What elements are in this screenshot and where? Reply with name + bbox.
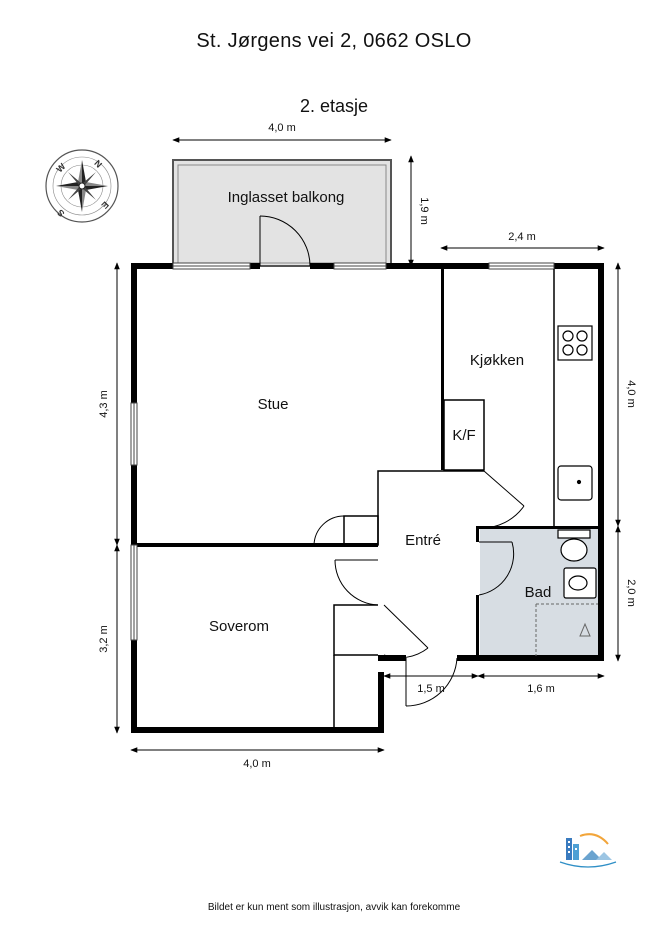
compass-n: N [92, 158, 104, 170]
dim-bath-depth: 2,0 m [625, 579, 637, 607]
room-label-living: Stue [258, 396, 289, 413]
dim-kitchen-width: 2,4 m [508, 231, 536, 243]
room-label-bath: Bad [525, 584, 552, 601]
toilet-icon [557, 529, 591, 562]
company-logo [559, 833, 617, 868]
compass-e: E [99, 199, 110, 210]
room-label-hall: Entré [405, 532, 441, 549]
bath-sink-icon [563, 567, 597, 599]
room-label-fridge: K/F [452, 427, 475, 444]
dim-kitchen-depth: 4,0 m [625, 380, 637, 408]
kitchen-sink-icon [557, 465, 593, 501]
dim-balcony-depth: 1,9 m [418, 197, 430, 225]
room-label-bedroom: Soverom [209, 618, 269, 635]
dim-entrance-width: 1,5 m [417, 683, 445, 695]
dim-bath-width: 1,6 m [527, 683, 555, 695]
room-label-kitchen: Kjøkken [470, 352, 524, 369]
room-label-balcony: Inglasset balkong [228, 189, 345, 206]
stove-icon [557, 325, 593, 361]
compass-icon: N E S W [45, 149, 119, 223]
dim-bedroom-depth: 3,2 m [98, 625, 110, 653]
balcony-area [172, 159, 392, 267]
walls [131, 263, 604, 733]
disclaimer: Bildet er kun ment som illustrasjon, avv… [207, 902, 461, 913]
dim-top: 4,0 m [268, 122, 296, 134]
shower-icon [535, 603, 598, 656]
address-title: St. Jørgens vei 2, 0662 OSLO [196, 30, 472, 52]
dim-living-depth: 4,3 m [98, 390, 110, 418]
dim-bottom: 4,0 m [243, 758, 271, 770]
compass-s: S [55, 207, 66, 218]
floor-label: 2. etasje [299, 96, 369, 116]
